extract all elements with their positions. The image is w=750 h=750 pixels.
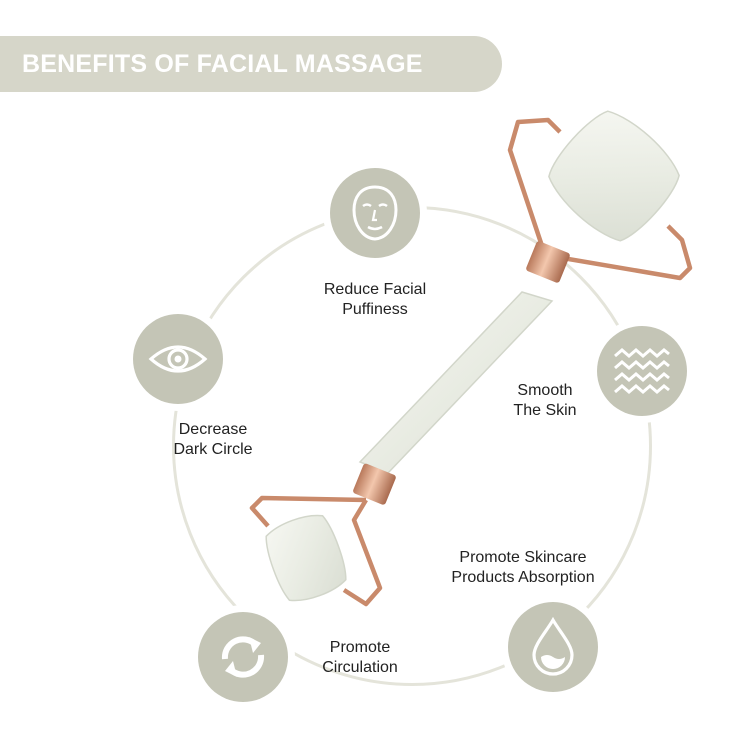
label-smooth-line2: The Skin	[513, 402, 577, 419]
label-absorption-line2: Products Absorption	[451, 569, 595, 586]
bottom-collar	[353, 463, 396, 505]
label-puffiness-line1: Reduce Facial	[323, 281, 427, 298]
top-collar	[526, 241, 570, 283]
label-dark-circle-line2: Dark Circle	[173, 441, 253, 458]
label-smooth: Smooth The Skin	[495, 381, 595, 421]
refresh-badge	[198, 612, 288, 702]
waves-icon	[614, 348, 670, 394]
label-circulation-line1: Promote	[329, 639, 391, 656]
small-jade-stone	[265, 514, 347, 602]
label-puffiness-line2: Puffiness	[342, 301, 408, 318]
waves-badge	[597, 326, 687, 416]
label-dark-circle-line1: Decrease	[178, 421, 248, 438]
face-mask-icon	[352, 185, 398, 241]
banner-title: BENEFITS OF FACIAL MASSAGE	[22, 49, 423, 78]
eye-icon	[148, 345, 208, 373]
label-circulation-line2: Circulation	[322, 659, 398, 676]
label-absorption-line1: Promote Skincare	[459, 549, 587, 566]
label-circulation: Promote Circulation	[305, 638, 415, 678]
label-puffiness: Reduce Facial Puffiness	[305, 280, 445, 320]
large-jade-stone	[548, 110, 680, 242]
label-absorption: Promote Skincare Products Absorption	[428, 548, 618, 588]
top-frame	[507, 117, 693, 281]
jade-handle	[358, 291, 554, 474]
droplet-badge	[508, 602, 598, 692]
eye-badge	[133, 314, 223, 404]
face-mask-badge	[330, 168, 420, 258]
refresh-icon	[221, 636, 265, 678]
bottom-frame	[249, 495, 383, 607]
label-dark-circle: Decrease Dark Circle	[148, 420, 278, 460]
header-banner: BENEFITS OF FACIAL MASSAGE	[0, 36, 502, 92]
label-smooth-line1: Smooth	[517, 382, 573, 399]
droplet-icon	[532, 617, 574, 676]
